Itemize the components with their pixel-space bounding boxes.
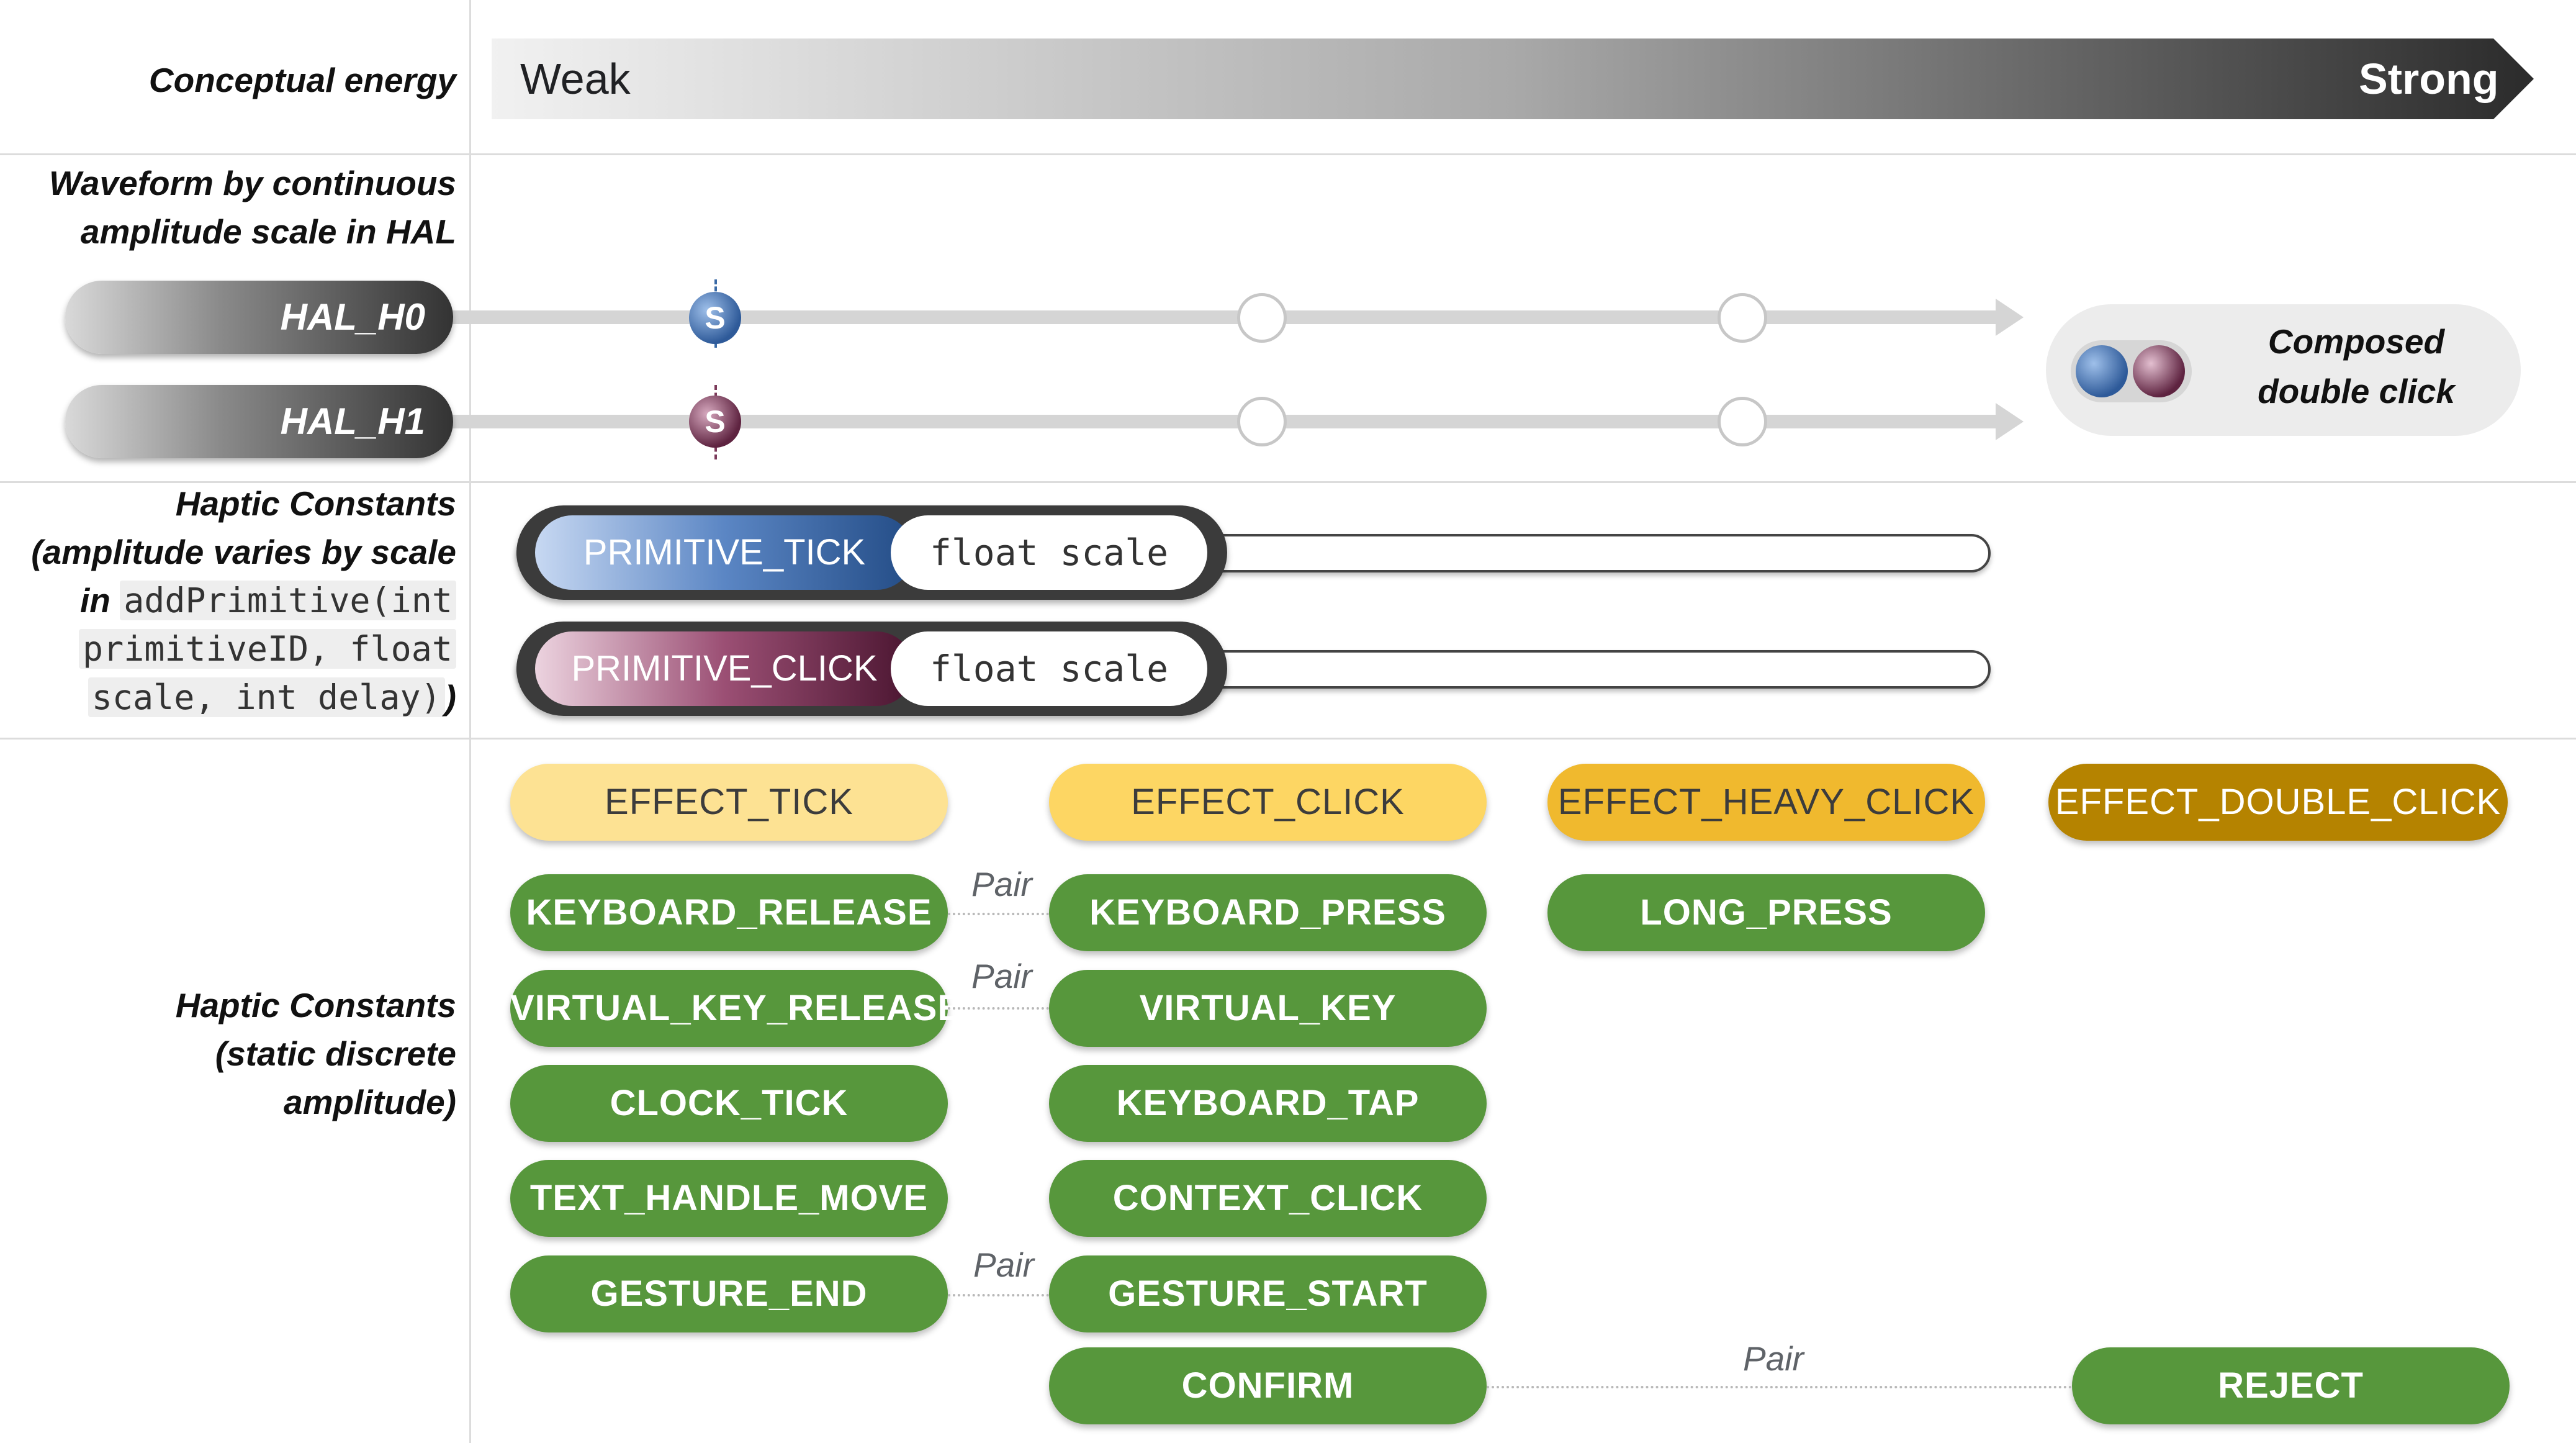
gesture-end-pill: GESTURE_END <box>510 1255 948 1332</box>
reject-pill: REJECT <box>2072 1347 2510 1424</box>
h0-circle-mid <box>1237 293 1287 343</box>
energy-label: Conceptual energy <box>148 61 456 99</box>
energy-strong: Strong <box>2359 55 2499 103</box>
h1-track <box>447 415 1999 428</box>
context-click-pill: CONTEXT_CLICK <box>1049 1160 1487 1237</box>
divider-waveform <box>0 481 2576 483</box>
pair-line-confirm-reject <box>1487 1386 2072 1388</box>
text-handle-move-pill: TEXT_HANDLE_MOVE <box>510 1160 948 1237</box>
composed-toggle <box>2071 340 2192 402</box>
h1-circle-mid <box>1237 397 1287 446</box>
h0-arrowhead <box>1996 299 2024 336</box>
static-label-line2: (static discrete <box>215 1034 456 1073</box>
waveform-label-line2: amplitude scale in HAL <box>80 212 456 251</box>
label-column-divider <box>469 0 471 1443</box>
primitives-label-line2: (amplitude varies by scale <box>31 533 456 571</box>
h1-s-marker: S <box>689 396 741 448</box>
keyboard-tap-pill: KEYBOARD_TAP <box>1049 1065 1487 1142</box>
energy-weak: Weak <box>520 55 631 103</box>
primitives-label-line1: Haptic Constants <box>175 484 456 523</box>
virtual-key-release-pill: VIRTUAL_KEY_RELEASE <box>510 970 961 1047</box>
pair-line-gesture <box>948 1294 1049 1296</box>
primitive-tick-label: PRIMITIVE_TICK <box>535 515 914 590</box>
primitive-click-scale: float scale <box>891 631 1207 706</box>
pair-line-virtual-key <box>948 1007 1049 1010</box>
primitive-click-label: PRIMITIVE_CLICK <box>535 631 914 706</box>
primitives-label-suffix: ) <box>444 678 456 717</box>
h1-arrowhead <box>1996 403 2024 440</box>
keyboard-release-pill: KEYBOARD_RELEASE <box>510 874 948 951</box>
h0-s-marker: S <box>689 292 741 344</box>
gesture-start-pill: GESTURE_START <box>1049 1255 1487 1332</box>
composed-purple-dot <box>2133 345 2185 397</box>
composed-blue-dot <box>2076 345 2128 397</box>
static-label-line3: amplitude) <box>283 1083 456 1121</box>
primitives-code-line2: primitiveID, float <box>78 629 456 669</box>
clock-tick-pill: CLOCK_TICK <box>510 1065 948 1142</box>
energy-gradient-arrow <box>492 38 2534 119</box>
effect-heavy-click-pill: EFFECT_HEAVY_CLICK <box>1547 764 1985 841</box>
pair-label-confirm-reject: Pair <box>1743 1339 1804 1378</box>
primitives-row-label: Haptic Constants (amplitude varies by sc… <box>0 479 456 722</box>
waveform-row-label: Waveform by continuous amplitude scale i… <box>0 159 456 256</box>
divider-energy <box>0 153 2576 155</box>
static-row-label: Haptic Constants (static discrete amplit… <box>0 981 456 1126</box>
long-press-pill: LONG_PRESS <box>1547 874 1985 951</box>
primitives-code-line3: scale, int delay) <box>88 677 445 717</box>
effect-click-pill: EFFECT_CLICK <box>1049 764 1487 841</box>
static-label-line1: Haptic Constants <box>175 986 456 1025</box>
virtual-key-pill: VIRTUAL_KEY <box>1049 970 1487 1047</box>
waveform-label-line1: Waveform by continuous <box>49 164 456 202</box>
h1-circle-high <box>1718 397 1767 446</box>
pair-label-virtual-key: Pair <box>971 957 1032 995</box>
pair-label-gesture: Pair <box>973 1246 1034 1284</box>
pair-line-keyboard <box>948 913 1049 915</box>
energy-row-label: Conceptual energy <box>0 56 456 106</box>
effect-tick-pill: EFFECT_TICK <box>510 764 948 841</box>
primitives-code-line1: addPrimitive(int <box>120 581 456 620</box>
keyboard-press-pill: KEYBOARD_PRESS <box>1049 874 1487 951</box>
effect-double-click-pill: EFFECT_DOUBLE_CLICK <box>2048 764 2508 841</box>
primitive-tick-scale: float scale <box>891 515 1207 590</box>
hal-h0-pill: HAL_H0 <box>65 281 453 354</box>
hal-h1-pill: HAL_H1 <box>65 385 453 458</box>
composed-line2: double click <box>2258 372 2455 410</box>
pair-label-keyboard: Pair <box>971 865 1032 903</box>
divider-primitives <box>0 738 2576 740</box>
composed-line1: Composed <box>2268 322 2445 361</box>
h0-circle-high <box>1718 293 1767 343</box>
primitives-label-prefix: in <box>80 581 110 620</box>
h0-track <box>447 310 1999 324</box>
composed-double-click-card: Composed double click <box>2046 304 2521 436</box>
confirm-pill: CONFIRM <box>1049 1347 1487 1424</box>
